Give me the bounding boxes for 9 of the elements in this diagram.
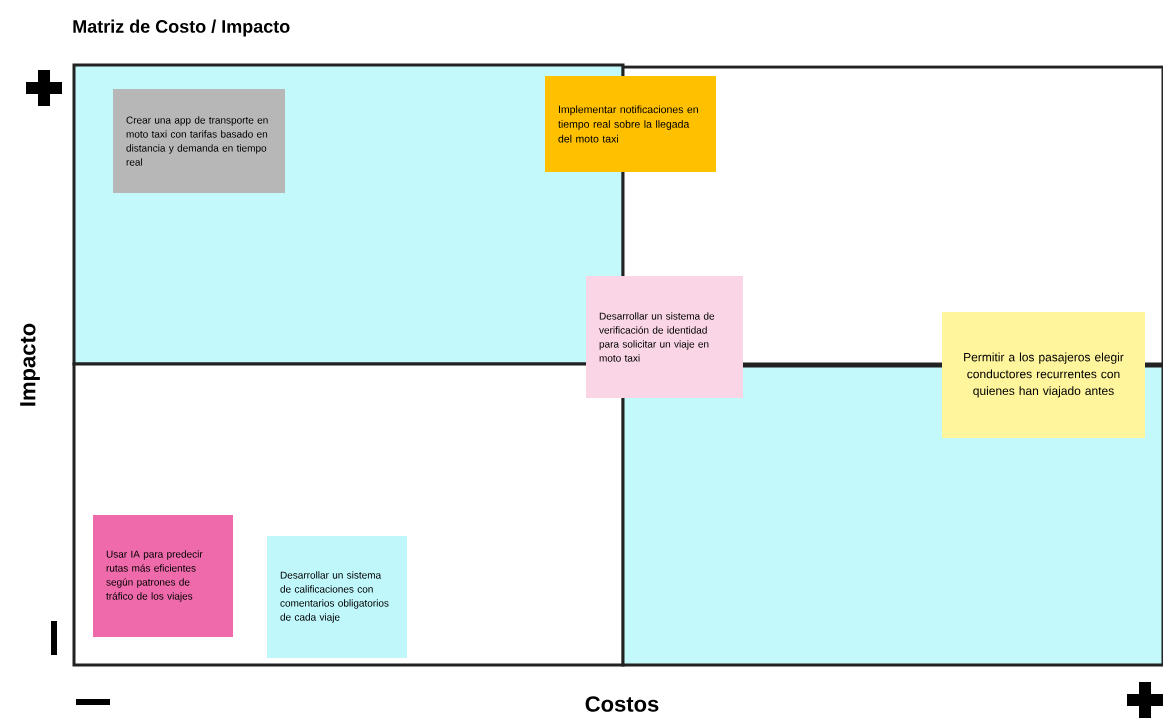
sticky-note: Desarrollar un sistema de calificaciones con comentarios obligatorios de cada viaje xyxy=(267,536,407,658)
axis-label: Costos xyxy=(585,696,659,712)
sticky-note: Usar IA para predecir rutas más eficientes según patrones de tráfico de los viajes xyxy=(93,515,233,637)
title: Matriz de Costo / Impacto xyxy=(73,19,290,37)
sticky-note: Desarrollar un sistema de verificación de identidad para solicitar un viaje en moto taxi xyxy=(586,276,743,398)
axis-label: Impacto xyxy=(20,323,40,406)
sticky-note: Implementar notificaciones en tiempo real sobre la llegada del moto taxi xyxy=(545,76,716,172)
sticky-note: Crear una app de transporte en moto taxi con tarifas basado en distancia y demanda en tiempo real xyxy=(113,89,285,193)
sticky-note: Permitir a los pasajeros elegir conductores recurrentes con quienes han viajado antes xyxy=(942,312,1145,438)
